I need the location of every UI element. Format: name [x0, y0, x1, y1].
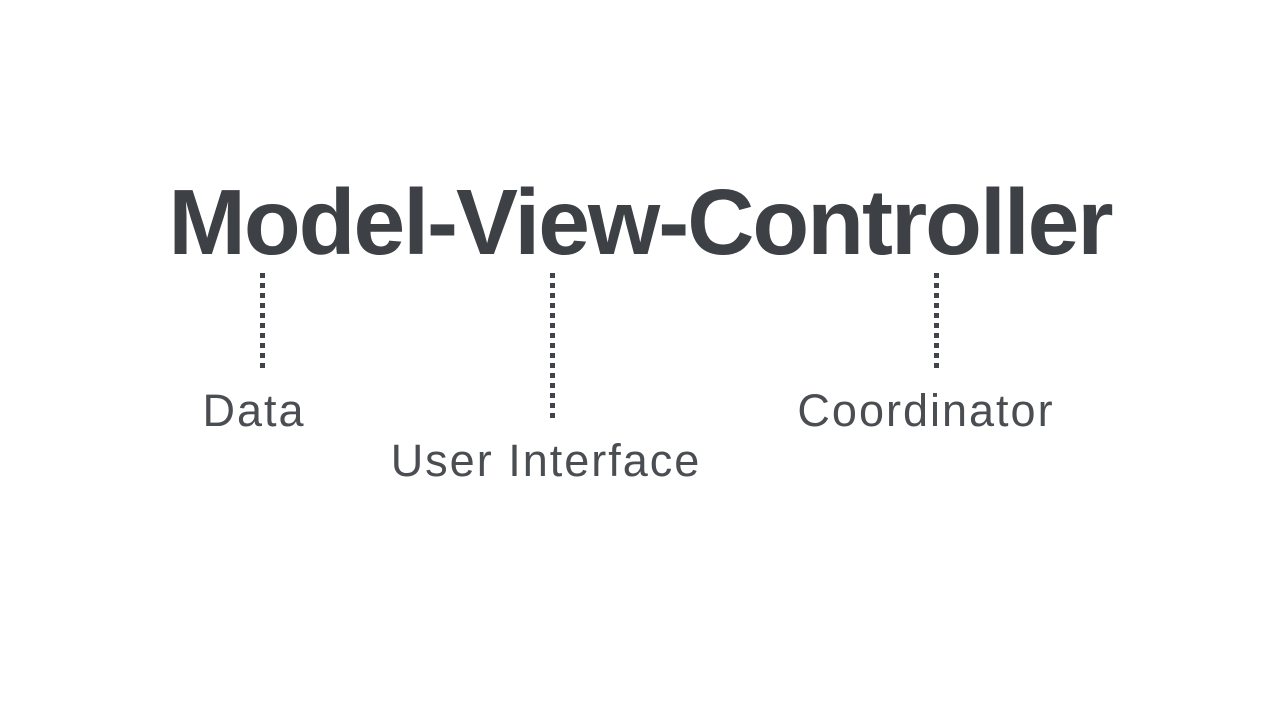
connector-dotted-line-view [550, 273, 555, 418]
connector-dotted-line-controller [934, 273, 939, 368]
connector-dotted-line-model [260, 273, 265, 368]
label-view-user-interface: User Interface [390, 435, 702, 486]
diagram-title: Model-View-Controller [168, 170, 1113, 274]
label-model-data: Data [202, 385, 306, 436]
label-controller-coordinator: Coordinator [797, 385, 1055, 436]
